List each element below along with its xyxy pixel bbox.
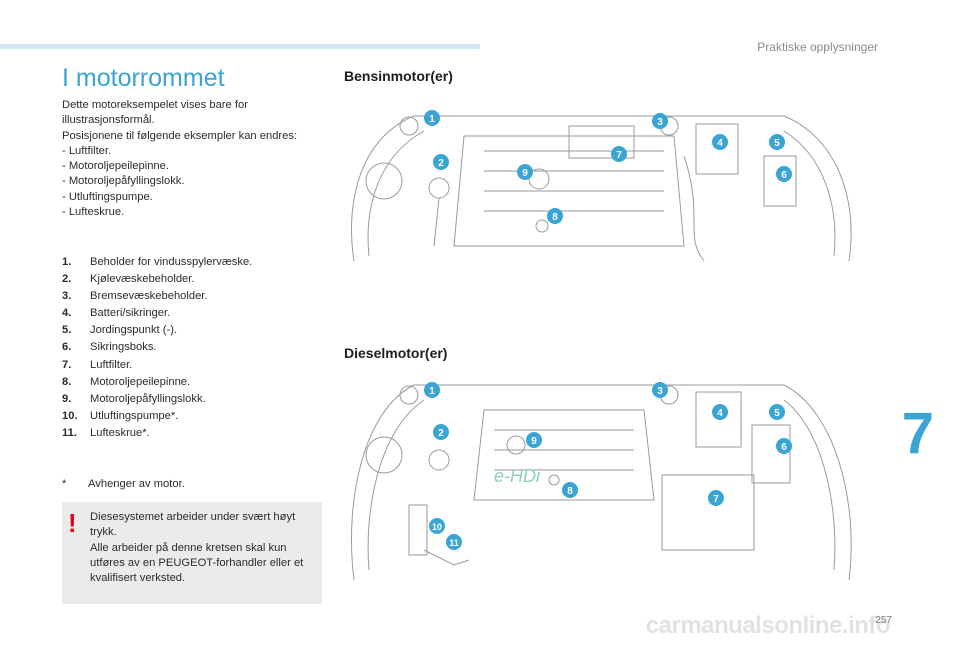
list-item: 9.Motoroljepåfyllingslokk. <box>62 392 206 405</box>
marker-5: 5 <box>769 134 785 150</box>
marker-2: 2 <box>433 154 449 170</box>
list-item: 6.Sikringsboks. <box>62 341 157 354</box>
svg-text:1: 1 <box>429 114 435 125</box>
marker-5: 5 <box>769 404 785 420</box>
intro-text: Dette motoreksempelet vises bare for ill… <box>62 98 328 220</box>
marker-9: 9 <box>526 432 542 448</box>
svg-text:9: 9 <box>531 436 537 447</box>
list-item: 1.Beholder for vindusspylervæske. <box>62 256 253 268</box>
header-rule <box>0 44 480 49</box>
svg-text:6: 6 <box>781 442 787 453</box>
petrol-markers: 1 2 3 4 5 6 7 8 9 <box>424 110 792 224</box>
marker-7: 7 <box>708 490 724 506</box>
engine-badge: e-HDi <box>494 466 541 486</box>
marker-1: 1 <box>424 110 440 126</box>
page-title: I motorrommet <box>62 64 225 92</box>
list-item: 11.Lufteskrue*. <box>62 426 150 439</box>
warning-text: Diesesystemet arbeider under svært høyt … <box>90 511 304 585</box>
page-number: 257 <box>875 615 892 626</box>
marker-6: 6 <box>776 166 792 182</box>
svg-text:10: 10 <box>432 522 442 532</box>
warning-icon: ! <box>68 508 77 538</box>
diesel-markers: 1 2 3 4 5 6 7 8 9 10 11 <box>424 382 792 550</box>
marker-9: 9 <box>517 164 533 180</box>
marker-3: 3 <box>652 382 668 398</box>
svg-text:7: 7 <box>713 494 719 505</box>
marker-11: 11 <box>446 534 462 550</box>
svg-text:9: 9 <box>522 168 528 179</box>
svg-text:3: 3 <box>657 386 663 397</box>
list-item: 5.Jordingspunkt (-). <box>62 324 178 337</box>
svg-text:1: 1 <box>429 386 435 397</box>
marker-3: 3 <box>652 113 668 129</box>
marker-4: 4 <box>712 404 728 420</box>
intro-line: Dette motoreksempelet vises bare for ill… <box>62 99 248 127</box>
svg-text:4: 4 <box>717 138 723 149</box>
marker-8: 8 <box>562 482 578 498</box>
list-item: 2.Kjølevæskebeholder. <box>62 273 195 286</box>
marker-2: 2 <box>433 424 449 440</box>
section-title: Praktiske opplysninger <box>757 40 878 54</box>
component-list: 1.Beholder for vindusspylervæske. 2.Kjøl… <box>62 254 252 442</box>
svg-text:7: 7 <box>616 150 622 161</box>
warning-box: ! Diesesystemet arbeider under svært høy… <box>62 502 322 604</box>
svg-text:3: 3 <box>657 117 663 128</box>
svg-text:2: 2 <box>438 158 444 169</box>
diesel-engine-diagram: e-HDi 1 2 3 4 5 6 7 8 9 10 11 <box>351 382 852 581</box>
list-item: 3.Bremsevæskebeholder. <box>62 290 208 303</box>
marker-8: 8 <box>547 208 563 224</box>
svg-text:11: 11 <box>449 538 459 548</box>
svg-text:6: 6 <box>781 170 787 181</box>
list-item: 7.Luftfilter. <box>62 358 133 371</box>
list-item: 10.Utluftingspumpe*. <box>62 409 179 422</box>
svg-text:5: 5 <box>774 138 780 149</box>
watermark: carmanualsonline.info <box>645 612 891 639</box>
svg-text:8: 8 <box>567 486 573 497</box>
list-item: 8.Motoroljepeilepinne. <box>62 375 191 388</box>
svg-text:4: 4 <box>717 408 723 419</box>
marker-7: 7 <box>611 146 627 162</box>
marker-4: 4 <box>712 134 728 150</box>
intro-bullet: - Motoroljepeilepinne. <box>62 160 169 173</box>
intro-bullet: - Luftfilter. <box>62 144 112 157</box>
marker-6: 6 <box>776 438 792 454</box>
marker-10: 10 <box>429 518 445 534</box>
diesel-heading: Dieselmotor(er) <box>344 345 448 361</box>
marker-1: 1 <box>424 382 440 398</box>
svg-text:8: 8 <box>552 212 558 223</box>
svg-text:2: 2 <box>438 428 444 439</box>
intro-bullet: - Utluftingspumpe. <box>62 190 153 203</box>
intro-bullet: - Motoroljepåfyllingslokk. <box>62 175 185 188</box>
petrol-heading: Bensinmotor(er) <box>344 68 453 84</box>
petrol-engine-diagram: 1 2 3 4 5 6 7 8 9 <box>351 110 852 262</box>
footnote: *Avhenger av motor. <box>62 478 185 490</box>
intro-line: Posisjonene til følgende eksempler kan e… <box>62 129 298 142</box>
svg-text:5: 5 <box>774 408 780 419</box>
intro-bullet: - Lufteskrue. <box>62 206 125 219</box>
chapter-number: 7 <box>901 401 934 466</box>
list-item: 4.Batteri/sikringer. <box>62 307 171 320</box>
